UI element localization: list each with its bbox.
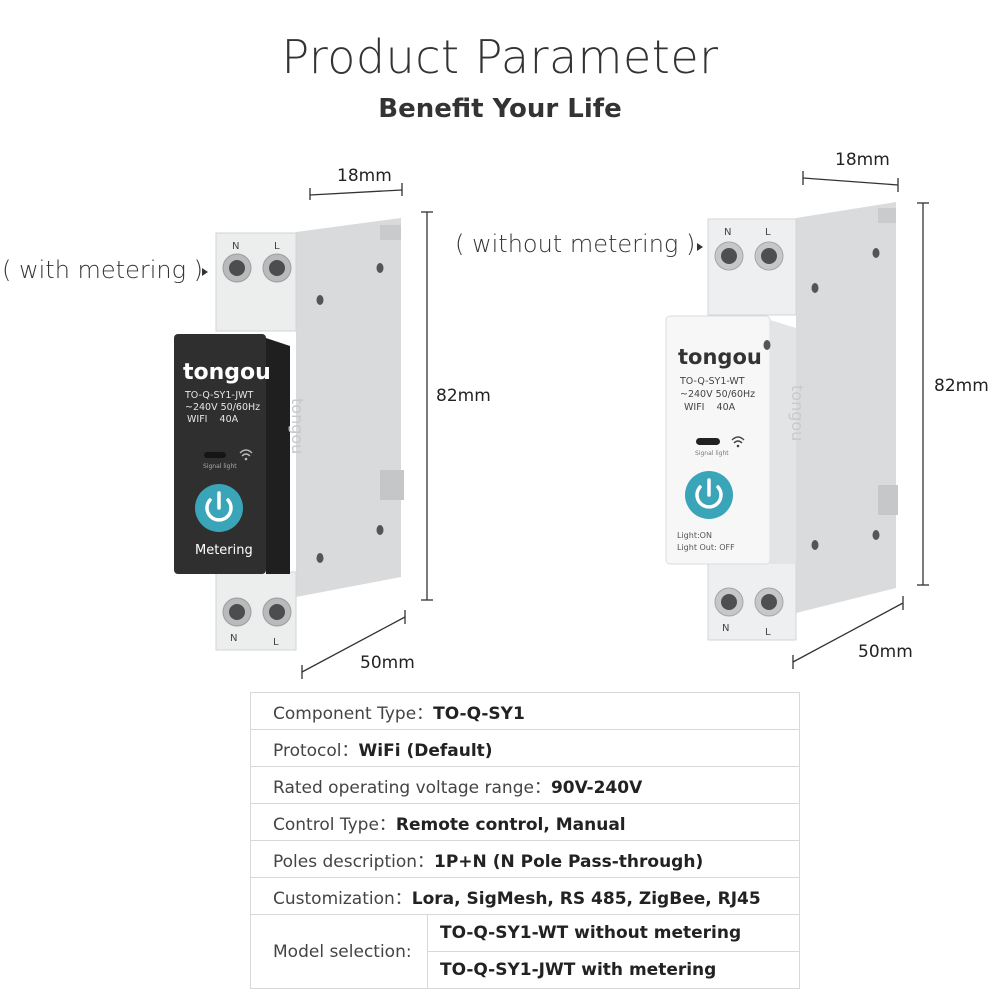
variant-label-with-metering: ( with metering ) [2,256,203,284]
right-terminal-l-bottom: L [765,627,771,638]
param-label: Component Type： [273,703,434,724]
right-terminal-l-top: L [765,227,771,238]
right-terminal-n-top: N [724,227,731,238]
right-terminal-n-bottom: N [722,623,729,634]
left-terminal-n-bottom: N [230,633,237,644]
left-width-dimension: 18mm [337,166,392,186]
right-device-light-off: Light Out: OFF [677,543,735,552]
table-row: Protocol：WiFi (Default) [250,729,800,767]
left-height-dimension: 82mm [436,386,491,406]
right-device-brand: tongou [678,345,762,369]
model-selection-label: Model selection: [273,941,412,962]
left-device-side-brand: tongou [288,398,307,454]
left-device-wifi: WIFI 40A [187,414,239,425]
left-device-button-label: Metering [195,543,253,558]
right-device-model: TO-Q-SY1-WT [679,376,745,387]
right-height-dimension: 82mm [934,376,989,396]
param-value: 90V-240V [550,777,643,798]
right-device-voltage: ~240V 50/60Hz [680,389,755,400]
table-row: Control Type：Remote control, Manual [250,803,800,841]
right-depth-dimension: 50mm [858,642,913,662]
left-terminal-l-top: L [274,241,280,252]
parameter-table: Component Type：TO-Q-SY1 Protocol：WiFi (D… [250,692,800,989]
param-value: Remote control, Manual [395,814,626,835]
left-device-brand: tongou [183,360,271,385]
left-device: tongou TO-Q-SY1-JWT ~240V 50/60Hz WIFI 4… [174,218,404,651]
table-row: Customization：Lora, SigMesh, RS 485, Zig… [250,877,800,915]
table-row: Model selection: TO-Q-SY1-WT without met… [250,914,800,989]
table-row: Rated operating voltage range：90V-240V [250,766,800,804]
param-label: Protocol： [273,740,359,761]
left-device-voltage: ~240V 50/60Hz [185,402,260,413]
model-option: TO-Q-SY1-WT without metering [440,923,742,943]
right-device-side-brand: tongou [788,385,807,441]
param-label: Poles description： [273,851,435,872]
param-value: TO-Q-SY1 [433,703,525,724]
right-device: tongou TO-Q-SY1-WT ~240V 50/60Hz WIFI 40… [665,202,898,641]
param-label: Control Type： [273,814,396,835]
left-depth-dimension: 50mm [360,653,415,673]
table-row: TO-Q-SY1-JWT with metering [251,951,800,989]
right-device-light-on: Light:ON [677,531,712,540]
param-value: WiFi (Default) [358,740,493,761]
param-label: Customization： [273,888,412,909]
variant-label-without-metering: ( without metering ) [455,230,696,258]
left-terminal-l-bottom: L [273,637,279,648]
right-device-signal-label: Signal light [695,450,729,457]
model-option: TO-Q-SY1-JWT with metering [440,960,717,980]
right-device-wifi: WIFI 40A [684,402,736,413]
table-row: Component Type：TO-Q-SY1 [250,692,800,730]
product-illustration: tongou TO-Q-SY1-JWT ~240V 50/60Hz WIFI 4… [174,171,929,679]
left-device-model: TO-Q-SY1-JWT [184,390,254,401]
param-value: Lora, SigMesh, RS 485, ZigBee, RJ45 [411,888,761,909]
table-row: Poles description：1P+N (N Pole Pass-thro… [250,840,800,878]
page-subtitle: Benefit Your Life [378,94,622,124]
left-device-signal-label: Signal light [203,463,237,470]
param-value: 1P+N (N Pole Pass-through) [434,851,704,872]
page-title: Product Parameter [281,30,719,84]
param-label: Rated operating voltage range： [273,777,551,798]
left-terminal-n-top: N [232,241,239,252]
right-width-dimension: 18mm [835,150,890,170]
